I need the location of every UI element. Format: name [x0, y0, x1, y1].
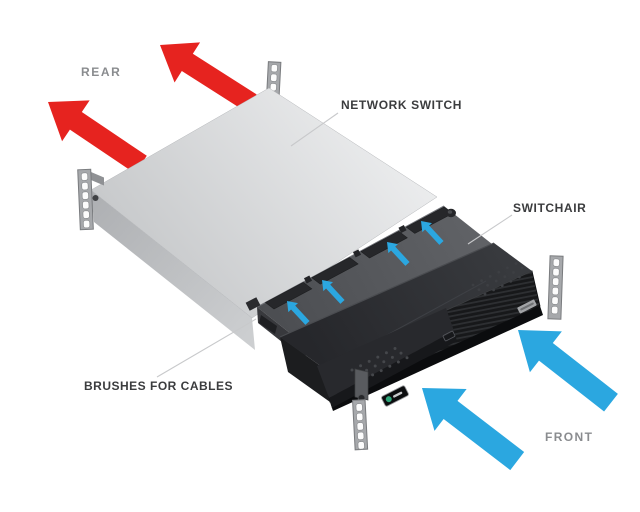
switch-top-face	[90, 87, 438, 319]
rack-ear-front-left	[352, 368, 369, 451]
rack-ear-rear-right	[266, 61, 282, 97]
plate-left-block	[259, 315, 277, 334]
intake-arrow-icon	[502, 309, 627, 424]
brush-slot	[264, 281, 313, 310]
brush-slot	[311, 257, 359, 285]
leader-brushes	[156, 318, 257, 378]
network-switch	[90, 87, 438, 350]
plate-edge-tabs	[303, 224, 407, 284]
box-top-face	[280, 243, 532, 367]
label-brushes-for-cables: BRUSHES FOR CABLES	[84, 379, 234, 393]
rack-ear-rear-left	[77, 168, 104, 231]
ear-bracket	[354, 368, 369, 401]
label-front: FRONT	[545, 430, 594, 444]
leader-switchair	[467, 214, 513, 245]
top-sticker	[442, 330, 456, 342]
front-right-badge	[517, 299, 537, 314]
box-top-seam	[377, 280, 487, 341]
vent-dots-right	[471, 262, 524, 296]
mount-screw	[92, 195, 99, 201]
rack-ear-front-right	[547, 255, 564, 320]
switchair-unit	[245, 205, 543, 411]
leader-lines	[156, 112, 513, 378]
front-logo-badge	[381, 385, 409, 407]
brush-slot	[360, 230, 408, 259]
box-bottom-lip	[330, 306, 543, 411]
label-switchair: SWITCHAIR	[513, 201, 587, 215]
logo-icon	[385, 396, 392, 403]
switch-side-face	[91, 190, 255, 350]
switchair-top-plate	[257, 206, 492, 345]
cable-brush-slots	[264, 206, 454, 310]
leader-network-switch	[290, 112, 339, 147]
intake-arrow-icon	[405, 367, 534, 482]
box-left-end	[280, 337, 330, 402]
label-network-switch: NETWORK SWITCH	[341, 98, 463, 112]
plate-rear-connector	[245, 297, 261, 311]
ear-flange	[91, 172, 104, 186]
label-rear: REAR	[81, 65, 122, 79]
